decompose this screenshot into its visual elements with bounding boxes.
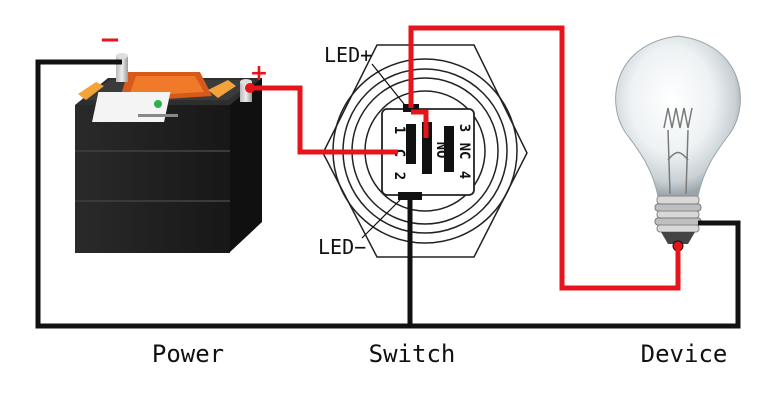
led-minus-leader <box>361 199 401 239</box>
led-plus-label: LED+ <box>324 43 372 67</box>
light-bulb <box>615 35 741 252</box>
positive-wires <box>250 25 681 291</box>
jumper-led-plus-to-no <box>411 109 429 138</box>
terminal-no-bar <box>422 122 432 174</box>
pin-no-label: NO <box>433 142 449 159</box>
pin-2-label: 2 <box>391 172 407 180</box>
pin-nc-label: NC <box>456 143 472 160</box>
pin-4-label: 4 <box>456 171 472 179</box>
terminal-nc-bar <box>444 126 454 172</box>
positive-wire-led-plus-to-device <box>408 25 681 291</box>
battery-negative-terminal <box>116 53 128 82</box>
terminal-c-bar <box>406 124 416 164</box>
battery-positive-sign: + <box>250 61 268 86</box>
pin-1-label: 1 <box>391 126 407 134</box>
push-button-switch: 1 C 2 NO 3 NC 4 <box>322 44 528 258</box>
switch-caption: Switch <box>369 340 456 368</box>
battery-positive-contact <box>245 83 255 93</box>
bulb-contact-dot <box>672 240 684 252</box>
ground-wires <box>35 59 741 329</box>
device-caption: Device <box>641 340 728 368</box>
led-minus-label: LED− <box>318 235 366 259</box>
battery-negative-sign: − <box>99 25 121 55</box>
pin-c-label: C <box>391 149 407 157</box>
pin-3-label: 3 <box>456 124 472 132</box>
power-caption: Power <box>152 340 224 368</box>
ground-wire-battery <box>35 59 741 329</box>
battery: − + <box>75 25 268 253</box>
positive-wire-battery-to-c <box>250 85 398 155</box>
led-plus-leader <box>371 63 405 105</box>
